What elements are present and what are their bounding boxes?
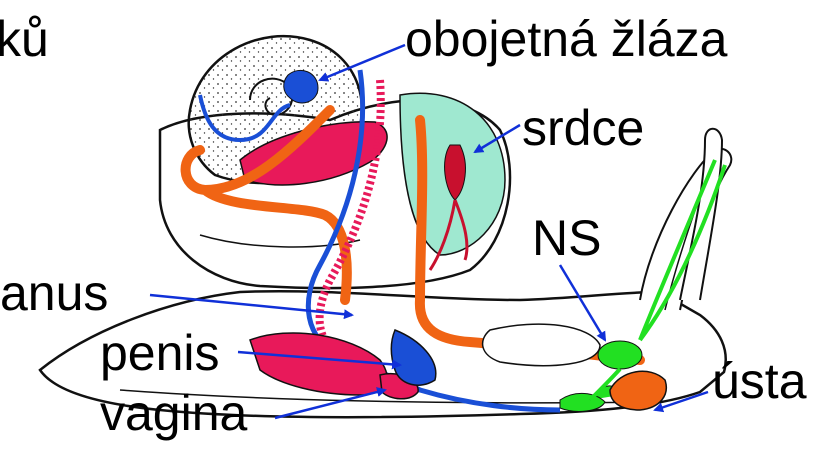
- label-fragment: ků: [0, 14, 49, 64]
- label-vagina: vagina: [100, 388, 247, 438]
- label-heart: srdce: [522, 103, 644, 153]
- cerebral-ganglion: [598, 341, 642, 369]
- label-hermaphrodite-gland: obojetná žláza: [405, 14, 727, 64]
- label-nervous-system: NS: [532, 213, 601, 263]
- label-mouth: ústa: [712, 356, 807, 406]
- label-penis: penis: [100, 328, 220, 378]
- label-anus: anus: [0, 268, 108, 318]
- stomach-bundle: [483, 324, 600, 366]
